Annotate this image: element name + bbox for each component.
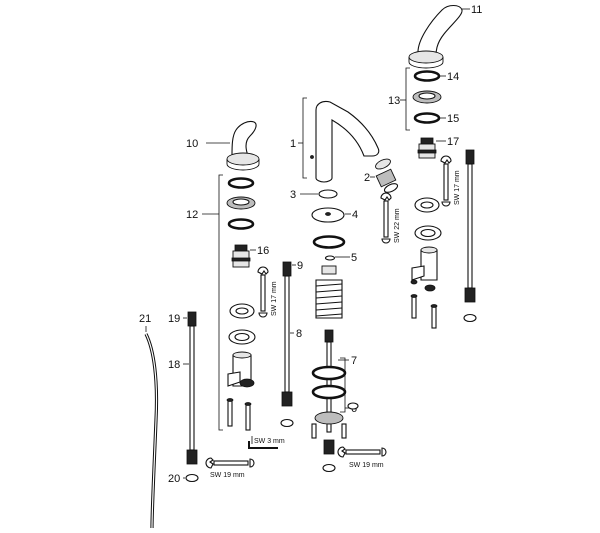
left-hose xyxy=(185,311,199,483)
wrench-label-sw19-left: SW 19 mm xyxy=(210,472,245,479)
spout-threaded-shank xyxy=(315,265,343,319)
drain-rod xyxy=(144,333,159,529)
spout-small-ring xyxy=(324,255,336,261)
left-cartridge xyxy=(231,244,251,268)
callout-2: 2 xyxy=(364,172,370,184)
callout-8: 8 xyxy=(296,328,302,340)
callout-7: 7 xyxy=(351,355,357,367)
aerator xyxy=(375,158,399,193)
wrench-sw22 xyxy=(380,192,392,244)
wrench-label-sw19-center: SW 19 mm xyxy=(349,462,384,469)
wrench-label-sw3: SW 3 mm xyxy=(254,438,285,445)
callout-19: 19 xyxy=(168,313,180,325)
wrench-sw19-left xyxy=(205,457,255,469)
callout-18: 18 xyxy=(168,359,180,371)
right-cartridge xyxy=(417,137,437,159)
callout-12: 12 xyxy=(186,209,198,221)
spout xyxy=(310,100,380,183)
wrench-label-sw17-right: SW 17 mm xyxy=(454,170,461,205)
spout-side-washer xyxy=(347,402,359,410)
left-cover-set xyxy=(226,177,256,230)
middle-hose xyxy=(280,261,294,428)
callout-20: 20 xyxy=(168,473,180,485)
wrench-label-sw22: SW 22 mm xyxy=(394,208,401,243)
spout-washer xyxy=(311,207,345,223)
left-valve-assembly xyxy=(227,303,256,388)
callout-15: 15 xyxy=(447,113,459,125)
callout-11: 11 xyxy=(471,4,482,16)
spout-o-ring xyxy=(318,189,338,199)
right-valve-assembly xyxy=(410,197,442,292)
wrench-label-sw17-left: SW 17 mm xyxy=(271,281,278,316)
callout-16: 16 xyxy=(257,245,269,257)
right-hose xyxy=(463,149,477,323)
callout-21: 21 xyxy=(139,313,151,325)
wrench-sw19-center xyxy=(337,446,387,458)
callout-1: 1 xyxy=(290,138,296,150)
callout-9: 9 xyxy=(297,260,303,272)
callout-4: 4 xyxy=(352,209,358,221)
spout-gasket xyxy=(312,235,346,249)
left-handle xyxy=(226,120,260,171)
callout-3: 3 xyxy=(290,189,296,201)
callout-17: 17 xyxy=(447,136,459,148)
callout-13: 13 xyxy=(388,95,400,107)
callout-5: 5 xyxy=(351,252,357,264)
wrench-sw17-right xyxy=(440,155,452,207)
right-handle xyxy=(408,4,463,69)
allen-key-sw3 xyxy=(248,441,278,449)
wrench-sw17-left xyxy=(257,266,269,318)
callout-14: 14 xyxy=(447,71,459,83)
left-screws xyxy=(226,398,252,431)
right-cover-set xyxy=(412,70,442,124)
right-screws xyxy=(410,294,438,329)
callout-10: 10 xyxy=(186,138,198,150)
